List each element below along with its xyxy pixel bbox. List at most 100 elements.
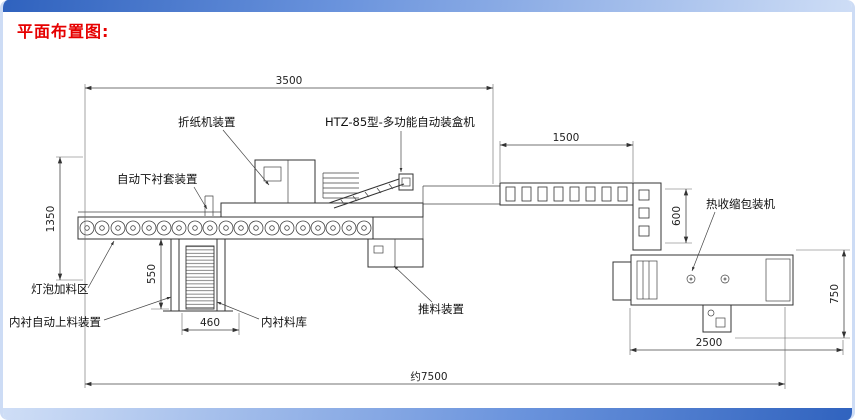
dimension-2500: 2500 (629, 308, 844, 355)
carton-box (553, 186, 564, 202)
turn-unit-carton (638, 189, 650, 201)
page-title: 平面布置图: (17, 22, 110, 41)
label-liner-magazine: 内衬料库 (261, 315, 307, 329)
leader-line (103, 296, 172, 321)
arm-head-box (398, 173, 414, 191)
bulb-top (264, 220, 280, 236)
leader-line (87, 240, 115, 289)
dim-3500-text: 3500 (276, 75, 303, 87)
wrapper-left-detail (636, 260, 658, 300)
transfer-arm-rungs (340, 183, 394, 206)
bulb-top (156, 220, 172, 236)
magazine-right-column (216, 238, 226, 312)
carton-box (537, 186, 548, 202)
label-shrink-wrapping-machine: 热收缩包装机 (706, 197, 775, 211)
pedestal-panel (715, 317, 726, 328)
callout-bulb-feeding-area: 灯泡加料区 (31, 240, 115, 296)
bulb-top (110, 220, 126, 236)
wrapper-body (630, 254, 794, 306)
label-cartoning-machine: HTZ-85型-多功能自动装盒机 (325, 115, 475, 129)
shrink-wrapper-machine (612, 254, 794, 333)
wrapper-right-detail (765, 258, 791, 302)
bulb-top (356, 220, 372, 236)
bulb-top (202, 220, 218, 236)
carton-conveyor (499, 182, 634, 206)
pusher-inner (373, 245, 384, 254)
carton-box (601, 186, 612, 202)
leader-line (193, 186, 208, 210)
bulb-top (310, 220, 326, 236)
wrapper-left-lines (642, 261, 650, 299)
wrapper-roller-dot (723, 277, 727, 281)
bulb-top (141, 220, 157, 236)
arm-head-inner (401, 177, 411, 187)
liner-sleeve-feeder (204, 195, 214, 216)
bulb-top (248, 220, 264, 236)
carton-box (585, 186, 596, 202)
label-pushing-device: 推料装置 (418, 302, 464, 316)
callout-liner-feeding-device: 内衬自动上料装置 (9, 296, 172, 329)
dimension-460: 460 (181, 313, 240, 335)
leader-line (691, 211, 716, 272)
dim-7500-text: 约7500 (410, 370, 447, 383)
callout-pushing-device: 推料装置 (393, 265, 464, 316)
wrapper-infeed-table (612, 261, 632, 301)
control-pedestal (702, 304, 732, 333)
liner-magazine-structure (163, 238, 233, 312)
callout-labels: 折纸机装置 HTZ-85型-多功能自动装盒机 自动下衬套装置 灯泡加料区 内衬自… (9, 115, 775, 329)
dim-460-text: 460 (200, 317, 220, 329)
label-bulb-feeding-area: 灯泡加料区 (31, 282, 89, 296)
bulb-top (341, 220, 357, 236)
turn-unit-carton (638, 207, 650, 219)
turn-unit-frame (632, 182, 662, 251)
label-liner-feeding-device: 内衬自动上料装置 (9, 315, 101, 329)
carton-box (505, 186, 516, 202)
dimension-annotations: 3500 1500 1350 550 (45, 75, 850, 389)
dimension-750: 750 (735, 249, 850, 339)
carton-blank-stack (322, 172, 359, 199)
callout-cartoning-machine: HTZ-85型-多功能自动装盒机 (325, 115, 475, 172)
dimension-7500: 约7500 (85, 307, 786, 389)
bulb-top (325, 220, 341, 236)
bulb-top (279, 220, 295, 236)
dim-2500-text: 2500 (696, 337, 723, 349)
carton-conveyor-frame (499, 182, 634, 206)
dim-750-text: 750 (829, 284, 841, 304)
bulb-conveyor (77, 211, 374, 240)
equipment-drawing (77, 159, 794, 333)
top-gradient-border (3, 0, 852, 12)
dim-600-text: 600 (671, 206, 683, 226)
bulb-top (218, 220, 234, 236)
magazine-stack (185, 245, 215, 310)
carton-box (521, 186, 532, 202)
machine-deck (220, 202, 424, 218)
callout-liner-magazine: 内衬料库 (216, 301, 307, 329)
wrapper-roller (686, 274, 696, 284)
diagram-canvas: 3500 1500 1350 550 (9, 75, 850, 389)
bottom-gradient-border (3, 408, 852, 420)
callout-shrink-wrapping-machine: 热收缩包装机 (691, 197, 775, 272)
bulb-top (187, 220, 203, 236)
turn-unit-carton (638, 225, 650, 237)
transfer-arm (328, 178, 400, 204)
dim-550-text: 550 (146, 264, 158, 284)
dim-1350-text: 1350 (45, 206, 57, 233)
dimension-550: 550 (146, 239, 169, 310)
wrapper-roller-dot (689, 277, 693, 281)
bulb-top (94, 220, 110, 236)
cartoning-machine (220, 159, 500, 268)
bulb-top (125, 220, 141, 236)
folding-unit-inner (263, 166, 282, 182)
leader-line (216, 301, 260, 320)
carton-box (617, 186, 628, 202)
dim-1500-text: 1500 (553, 132, 580, 144)
carton-box (569, 186, 580, 202)
dimension-1350: 1350 (45, 156, 83, 281)
pedestal-knob (707, 309, 715, 317)
magazine-left-column (170, 238, 180, 312)
leader-line (393, 265, 433, 303)
leader-line (222, 129, 270, 186)
dimension-600: 600 (665, 188, 692, 244)
folding-unit-box (254, 159, 316, 204)
